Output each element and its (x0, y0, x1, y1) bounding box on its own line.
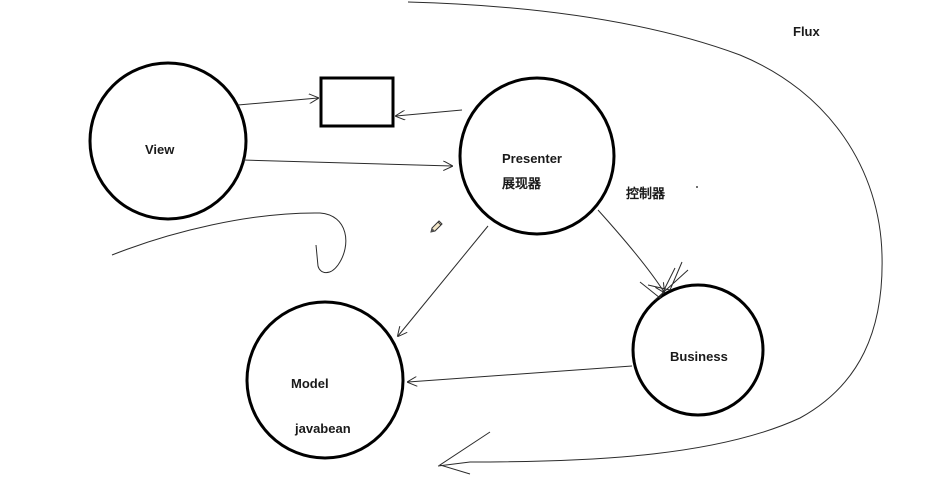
arrow-presenter-to-business (597, 209, 664, 292)
model-label: Model (291, 376, 329, 391)
arrow-presenter-to-model (398, 225, 489, 336)
flux-title: Flux (793, 24, 820, 39)
pencil-icon (430, 220, 443, 233)
controller-annotation: 控制器 (626, 187, 666, 202)
business-node (631, 283, 765, 417)
model-node (245, 300, 405, 460)
arrow-presenter-to-box (396, 109, 463, 116)
business-label: Business (670, 349, 728, 364)
flux-loop-arrowhead (438, 431, 491, 475)
presenter-label: Presenter (502, 151, 562, 166)
model-sublabel: javabean (295, 421, 351, 436)
arrow-view-to-presenter (242, 159, 452, 166)
presenter-sublabel: 展现器 (502, 177, 542, 192)
stray-dot (696, 186, 698, 188)
arrow-view-to-box (237, 98, 318, 106)
view-node (88, 61, 248, 221)
presenter-node (458, 76, 616, 236)
business-arrow-scribble (639, 261, 689, 301)
intermediate-box (319, 76, 395, 128)
flux-loop-curve (407, 1, 883, 467)
scribble-curve (111, 212, 347, 274)
view-label: View (145, 142, 175, 157)
arrow-business-to-model (408, 365, 633, 382)
